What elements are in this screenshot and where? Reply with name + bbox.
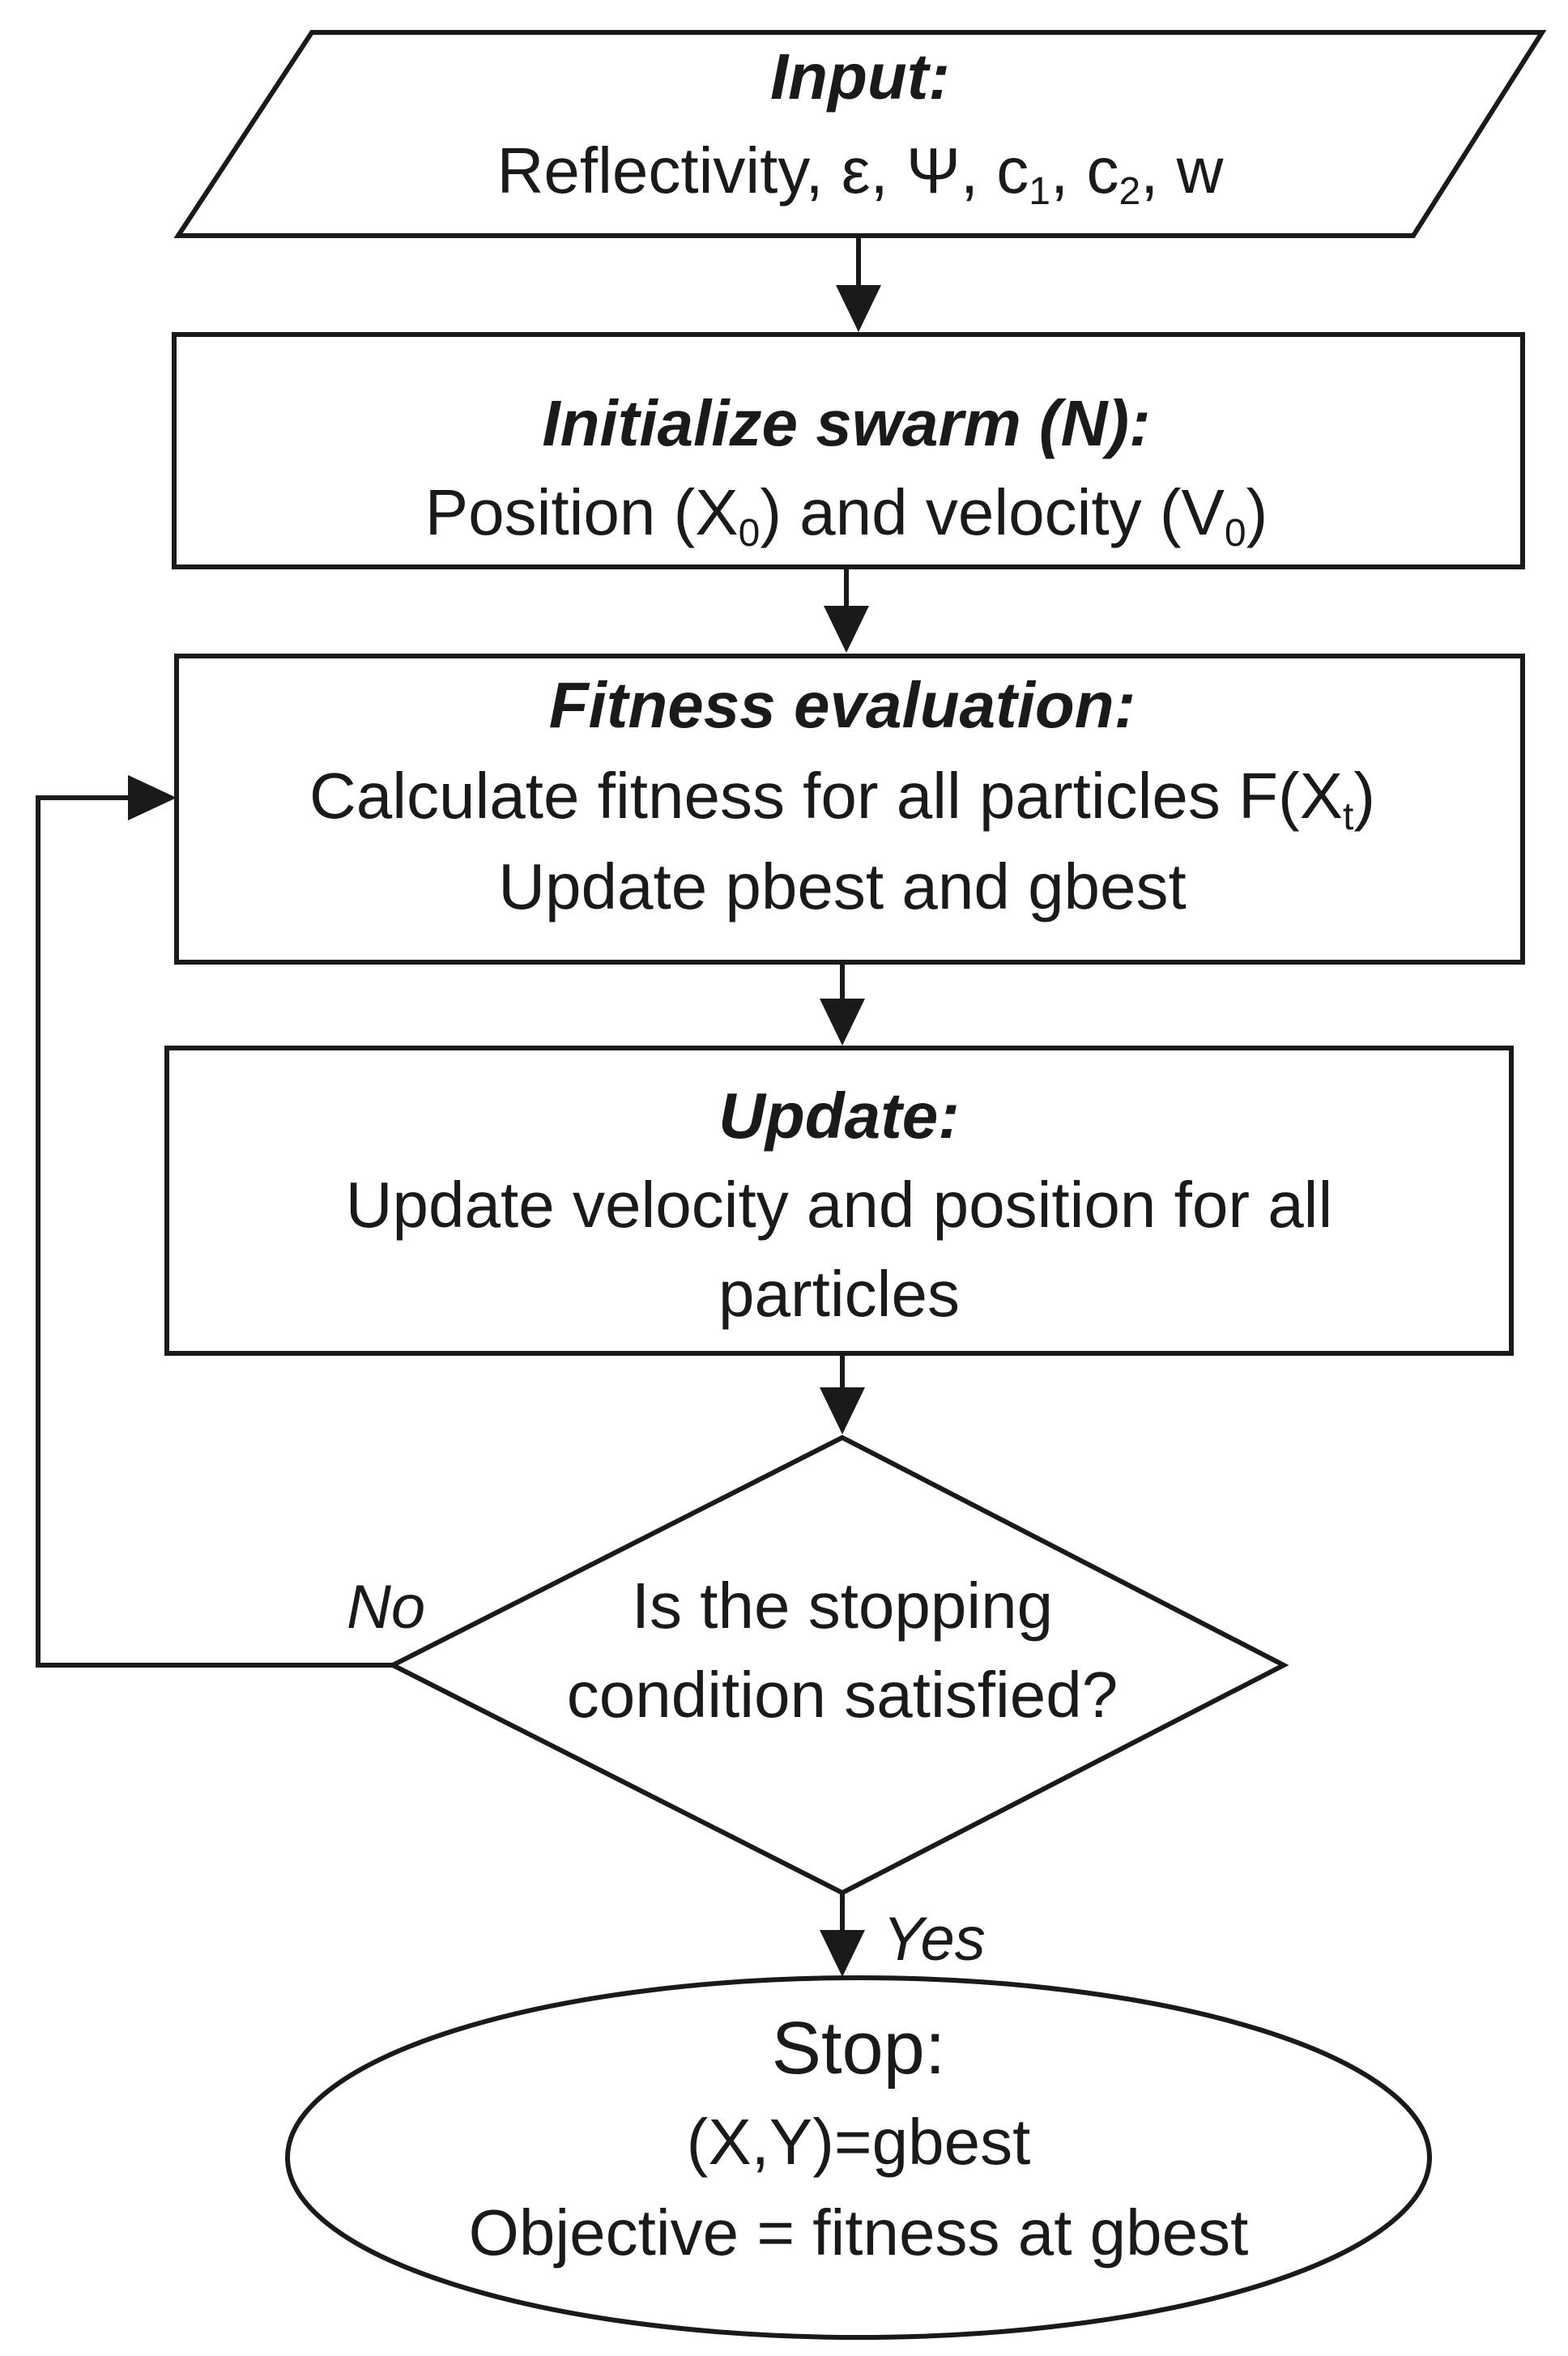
stop-title: Stop: — [772, 2007, 946, 2090]
c1-subscript: 1 — [1029, 170, 1050, 213]
stop-gbest-line: (X,Y)=gbest — [687, 2106, 1031, 2178]
decision-line-2: condition satisfied? — [567, 1659, 1118, 1731]
decision-node: Is the stopping condition satisfied? — [387, 1434, 1289, 1896]
c2-prefix: , c — [1050, 134, 1118, 207]
update-line-1: Update velocity and position for all — [346, 1169, 1332, 1241]
initialize-description: Position (X0) and velocity (V0) — [425, 476, 1268, 555]
no-branch-loop: No — [36, 775, 425, 1668]
fitness-close-paren: ) — [1353, 760, 1375, 832]
initialize-close-paren: ) — [1246, 476, 1268, 548]
initialize-node: Initialize swarm (N): Position (X0) and … — [172, 332, 1525, 569]
arrow-update-to-decision — [820, 1353, 865, 1434]
stop-objective-line: Objective = fitness at gbest — [469, 2196, 1249, 2269]
fitness-title: Fitness evaluation: — [549, 669, 1136, 741]
input-title: Input: — [770, 40, 950, 113]
input-parallelogram — [173, 30, 1547, 238]
xt-subscript: t — [1343, 795, 1353, 838]
arrow-input-to-initialize — [836, 236, 881, 332]
update-title: Update: — [718, 1080, 960, 1152]
update-box — [164, 1046, 1514, 1356]
update-node: Update: Update velocity and position for… — [164, 1046, 1514, 1356]
fitness-update-line: Update pbest and gbest — [498, 850, 1187, 922]
initialize-box — [172, 332, 1525, 569]
input-parameters: Reflectivity, ε, Ψ, c1, c2, w — [497, 134, 1224, 213]
w-suffix: , w — [1140, 134, 1223, 207]
yes-label: Yes — [883, 1905, 986, 1974]
fitness-calculate-text: Calculate fitness for all particles F(X — [309, 760, 1343, 832]
initialize-velocity-text: ) and velocity (V — [760, 476, 1225, 548]
no-label: No — [347, 1573, 425, 1642]
v0-subscript: 0 — [1225, 512, 1246, 555]
initialize-title: Initialize swarm (N): — [542, 387, 1150, 459]
arrow-fitness-to-update — [820, 962, 865, 1046]
input-node: Input: Reflectivity, ε, Ψ, c1, c2, w — [173, 30, 1547, 238]
stop-node: Stop: (X,Y)=gbest Objective = fitness at… — [285, 1975, 1432, 2340]
fitness-calculate-line: Calculate fitness for all particles F(Xt… — [309, 760, 1375, 838]
c2-subscript: 2 — [1118, 170, 1140, 213]
initialize-position-text: Position (X — [425, 476, 739, 548]
update-line-2: particles — [718, 1258, 960, 1330]
yes-branch: Yes — [820, 1893, 986, 1977]
arrow-initialize-to-fitness — [824, 567, 869, 653]
input-parameters-text: Reflectivity, ε, Ψ, c — [497, 134, 1029, 207]
decision-line-1: Is the stopping — [632, 1570, 1053, 1642]
stop-ellipse — [285, 1975, 1432, 2340]
fitness-box — [174, 654, 1525, 965]
x0-subscript: 0 — [739, 512, 761, 555]
fitness-node: Fitness evaluation: Calculate fitness fo… — [174, 654, 1525, 965]
